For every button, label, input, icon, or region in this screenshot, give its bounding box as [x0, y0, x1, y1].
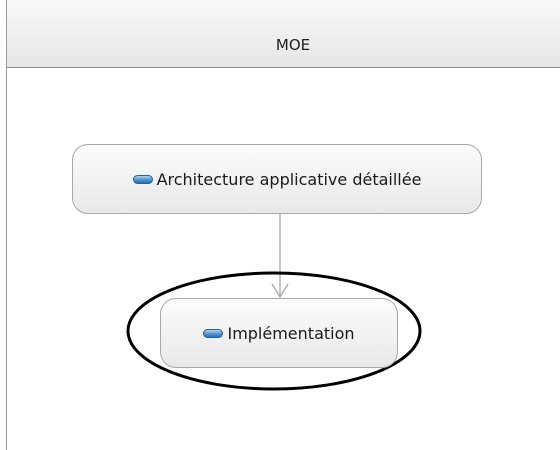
swimlane-header[interactable]: MOE: [7, 0, 560, 68]
swimlane-title: MOE: [275, 35, 311, 54]
activity-implementation[interactable]: Implémentation: [160, 298, 398, 368]
activity-pill-icon: [132, 174, 153, 184]
activity-architecture-applicative[interactable]: Architecture applicative détaillée: [72, 144, 482, 214]
swimlane-moe: MOE: [6, 0, 560, 450]
activity-label: Implémentation: [227, 323, 355, 343]
activity-pill-icon: [203, 328, 224, 338]
activity-label: Architecture applicative détaillée: [156, 169, 422, 189]
